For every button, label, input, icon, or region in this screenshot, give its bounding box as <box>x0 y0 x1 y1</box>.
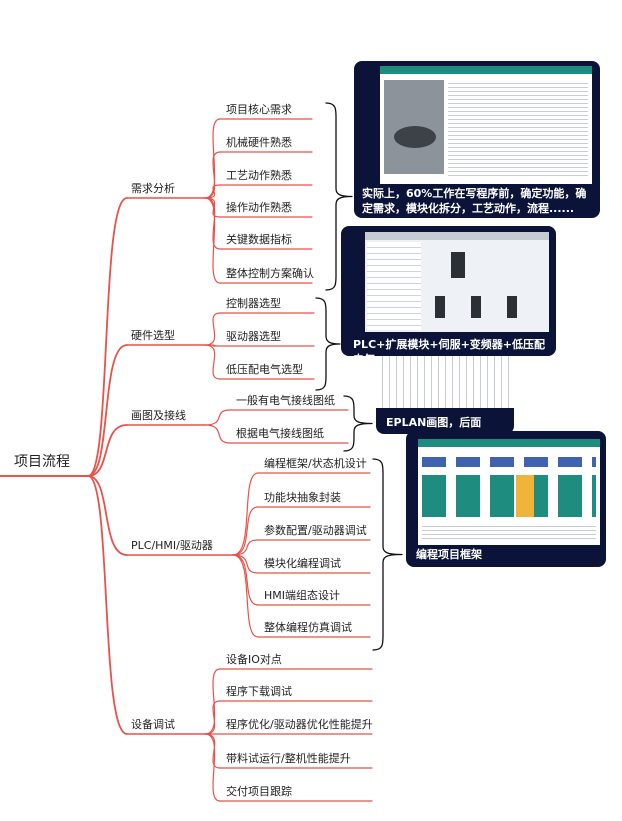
leaf-label-0-2: 工艺动作熟悉 <box>226 169 292 182</box>
brace-demand <box>325 102 353 291</box>
leaf-label-3-2: 参数配置/驱动器调试 <box>264 524 367 537</box>
branch-label-0: 需求分析 <box>131 182 175 195</box>
demand-card: 实际上，60%工作在写程序前，确定功能，确定需求，模块化拆分，工艺动作，流程..… <box>354 61 600 218</box>
branch-label-1: 硬件选型 <box>131 329 175 342</box>
hardware-screenshot <box>365 232 549 332</box>
branch-leaf-link-0-4 <box>204 197 221 250</box>
root-branch-link-1 <box>87 344 128 477</box>
leaf-label-3-3: 模块化编程调试 <box>264 557 341 570</box>
branch-leaf-link-1-0 <box>204 312 221 346</box>
hardware-card: PLC+扩展模块+伺服+变频器+低压配电气 <box>341 226 556 366</box>
branch-leaf-link-3-4 <box>232 554 259 606</box>
eplan-caption: EPLAN画图，后面 <box>386 416 482 429</box>
branch-label-3: PLC/HMI/驱动器 <box>131 539 213 552</box>
branch-leaf-link-0-5 <box>204 197 221 284</box>
framework-caption: 编程项目框架 <box>416 548 482 561</box>
leaf-label-4-1: 程序下载调试 <box>226 685 292 698</box>
framework-screenshot <box>418 439 600 545</box>
leaf-label-3-0: 编程框架/状态机设计 <box>264 457 367 470</box>
eplan-card: EPLAN画图，后面 <box>376 356 514 434</box>
branch-label-4: 设备调试 <box>131 718 175 731</box>
leaf-label-0-4: 关键数据指标 <box>226 233 292 246</box>
leaf-label-4-0: 设备IO对点 <box>226 653 282 666</box>
leaf-label-4-2: 程序优化/驱动器优化性能提升 <box>226 718 373 731</box>
brace-hardware <box>315 297 341 391</box>
branch-leaf-link-1-1 <box>204 344 221 347</box>
branch-leaf-link-3-1 <box>232 506 259 556</box>
leaf-label-0-1: 机械硬件熟悉 <box>226 136 292 149</box>
branch-label-2: 画图及接线 <box>131 409 186 422</box>
leaf-label-2-0: 一般有电气接线图纸 <box>236 394 335 407</box>
branch-leaf-link-4-0 <box>204 668 221 735</box>
root-branch-link-3 <box>87 475 128 556</box>
branch-leaf-link-3-5 <box>232 554 259 638</box>
root-branch-link-2 <box>87 424 128 477</box>
leaf-label-1-0: 控制器选型 <box>226 297 281 310</box>
leaf-label-1-2: 低压配电气选型 <box>226 363 303 376</box>
root-branch-link-4 <box>87 475 128 735</box>
branch-leaf-link-0-0 <box>204 118 221 199</box>
leaf-label-2-1: 根据电气接线图纸 <box>236 427 324 440</box>
branch-leaf-link-2-0 <box>204 409 231 426</box>
brace-framework <box>372 458 403 651</box>
branch-leaf-link-0-1 <box>204 151 221 199</box>
eplan-screenshot <box>376 356 514 408</box>
brace-eplan <box>343 395 373 452</box>
leaf-label-0-0: 项目核心需求 <box>226 103 292 116</box>
demand-caption: 实际上，60%工作在写程序前，确定功能，确定需求，模块化拆分，工艺动作，流程..… <box>362 187 587 215</box>
branch-leaf-link-2-1 <box>204 424 231 444</box>
leaf-label-4-3: 带料试运行/整机性能提升 <box>226 752 351 765</box>
hardware-caption: PLC+扩展模块+伺服+变频器+低压配电气 <box>353 338 546 366</box>
branch-leaf-link-4-1 <box>204 700 221 735</box>
leaf-label-3-1: 功能块抽象封装 <box>264 491 341 504</box>
branch-leaf-link-4-4 <box>204 733 221 802</box>
branch-leaf-link-0-2 <box>204 184 221 199</box>
leaf-label-4-4: 交付项目跟踪 <box>226 785 292 798</box>
demand-screenshot <box>380 66 592 184</box>
leaf-label-0-5: 整体控制方案确认 <box>226 267 314 280</box>
leaf-label-1-1: 驱动器选型 <box>226 330 281 343</box>
leaf-label-0-3: 操作动作熟悉 <box>226 201 292 214</box>
leaf-label-3-5: 整体编程仿真调试 <box>264 621 352 634</box>
branch-leaf-link-3-0 <box>232 472 259 556</box>
framework-card: 编程项目框架 <box>406 431 606 567</box>
root-branch-link-0 <box>87 197 128 477</box>
branch-leaf-link-3-2 <box>232 539 259 556</box>
leaf-label-3-4: HMI端组态设计 <box>264 589 341 602</box>
branch-leaf-link-1-2 <box>204 344 221 380</box>
root-node: 项目流程 <box>14 454 70 470</box>
